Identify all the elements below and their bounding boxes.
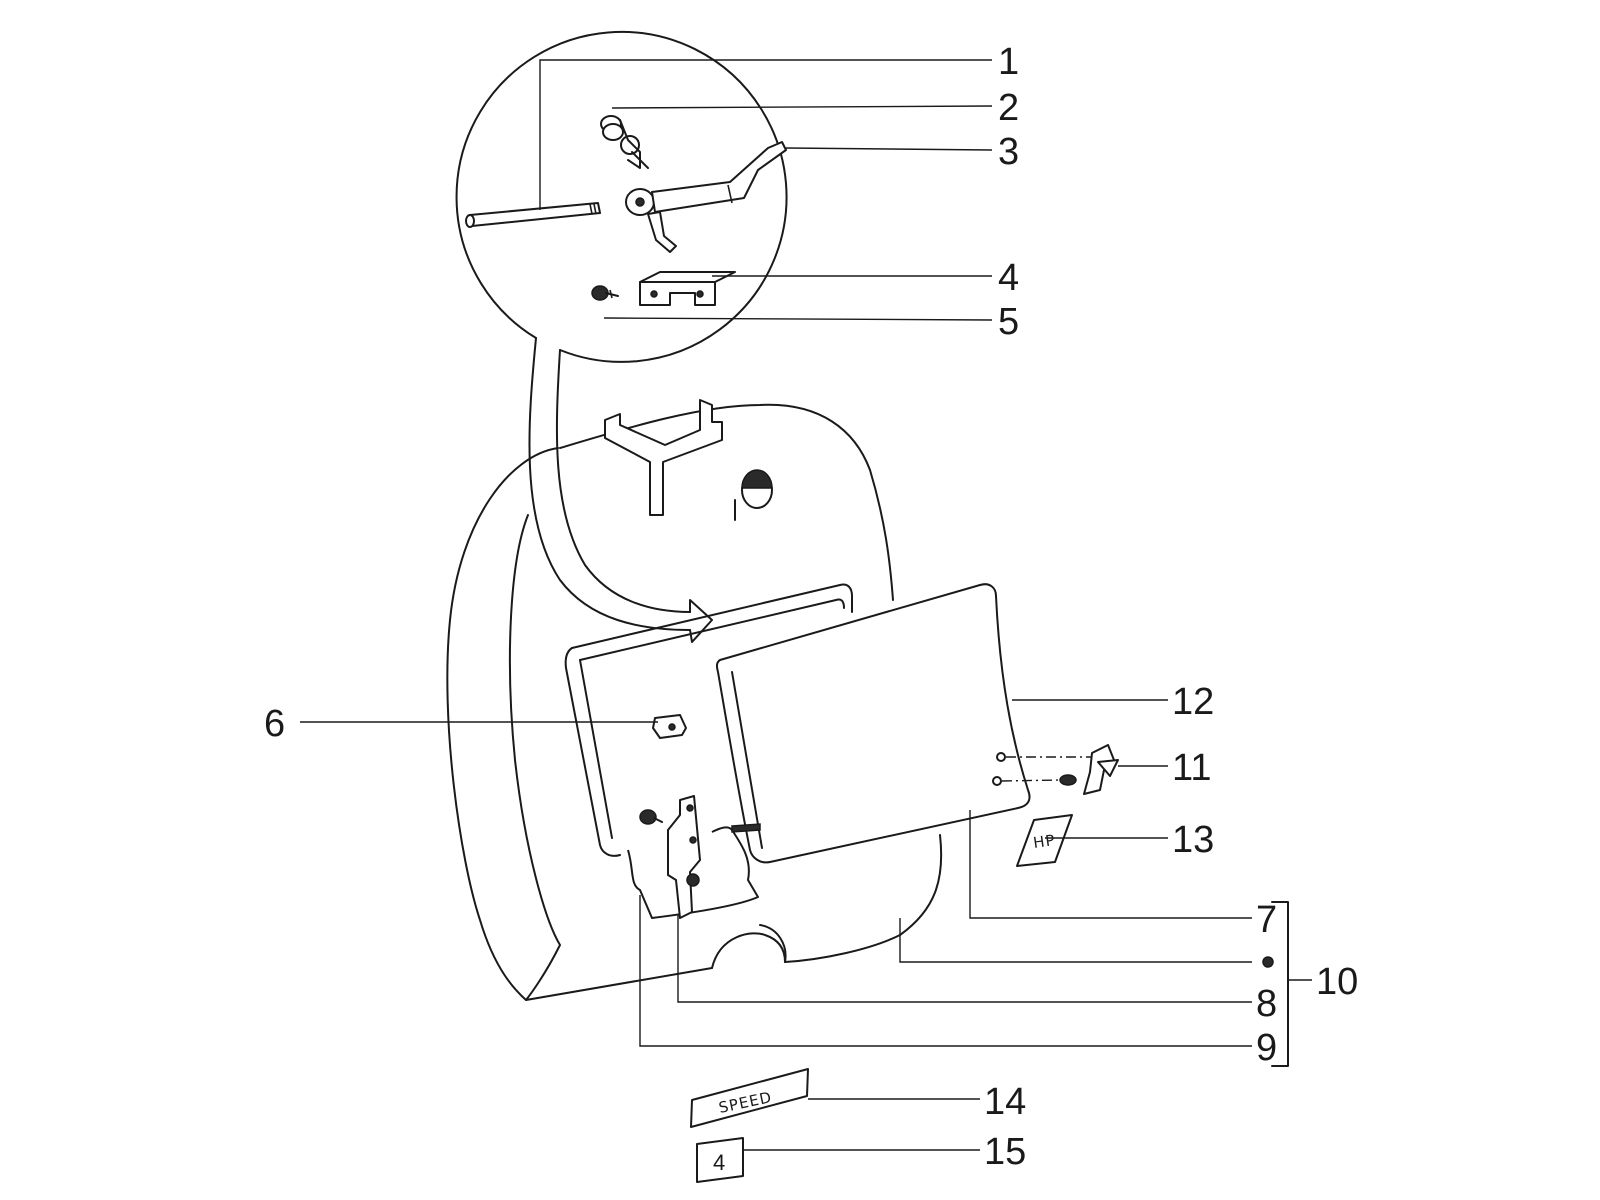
glovebox-frame bbox=[564, 583, 853, 857]
callout-7: 7 bbox=[1256, 899, 1277, 941]
callout-11: 11 bbox=[1172, 747, 1211, 789]
callout-labels: 1 2 3 4 5 6 7 8 9 10 11 12 13 14 15 bbox=[264, 41, 1358, 1173]
speed-badge-part: SPEED bbox=[690, 1068, 809, 1128]
callout-12: 12 bbox=[1172, 681, 1214, 723]
lock-latch-assembly bbox=[627, 795, 761, 919]
leader-lines bbox=[300, 59, 1312, 1151]
callout-15: 15 bbox=[984, 1131, 1026, 1173]
callout-3: 3 bbox=[998, 131, 1019, 173]
number-badge-text: 4 bbox=[713, 1150, 725, 1175]
callout-4: 4 bbox=[998, 257, 1019, 299]
clip-part bbox=[652, 714, 687, 739]
callout-9: 9 bbox=[1256, 1027, 1277, 1069]
callout-13: 13 bbox=[1172, 819, 1214, 861]
leg-shield-body bbox=[446, 399, 943, 1001]
bracket-part bbox=[639, 271, 736, 306]
callout-8: 8 bbox=[1256, 983, 1277, 1025]
callout-5: 5 bbox=[998, 301, 1019, 343]
screw-small-part bbox=[591, 285, 619, 301]
callout-14: 14 bbox=[984, 1081, 1026, 1123]
callout-2: 2 bbox=[998, 87, 1019, 129]
glovebox-door-part bbox=[715, 583, 1031, 864]
callout-10: 10 bbox=[1316, 961, 1358, 1003]
pin-rod-part bbox=[465, 202, 601, 228]
torsion-spring-part bbox=[600, 115, 649, 169]
hp-badge-text: HP bbox=[1032, 831, 1057, 852]
hp-badge-part: HP bbox=[1016, 814, 1073, 867]
door-catch-part bbox=[992, 744, 1119, 795]
latch-lever-part bbox=[625, 141, 787, 253]
detail-circle bbox=[455, 30, 788, 643]
callout-6: 6 bbox=[264, 703, 285, 745]
callout-1: 1 bbox=[998, 41, 1019, 83]
number-badge-part: 4 bbox=[696, 1137, 744, 1183]
